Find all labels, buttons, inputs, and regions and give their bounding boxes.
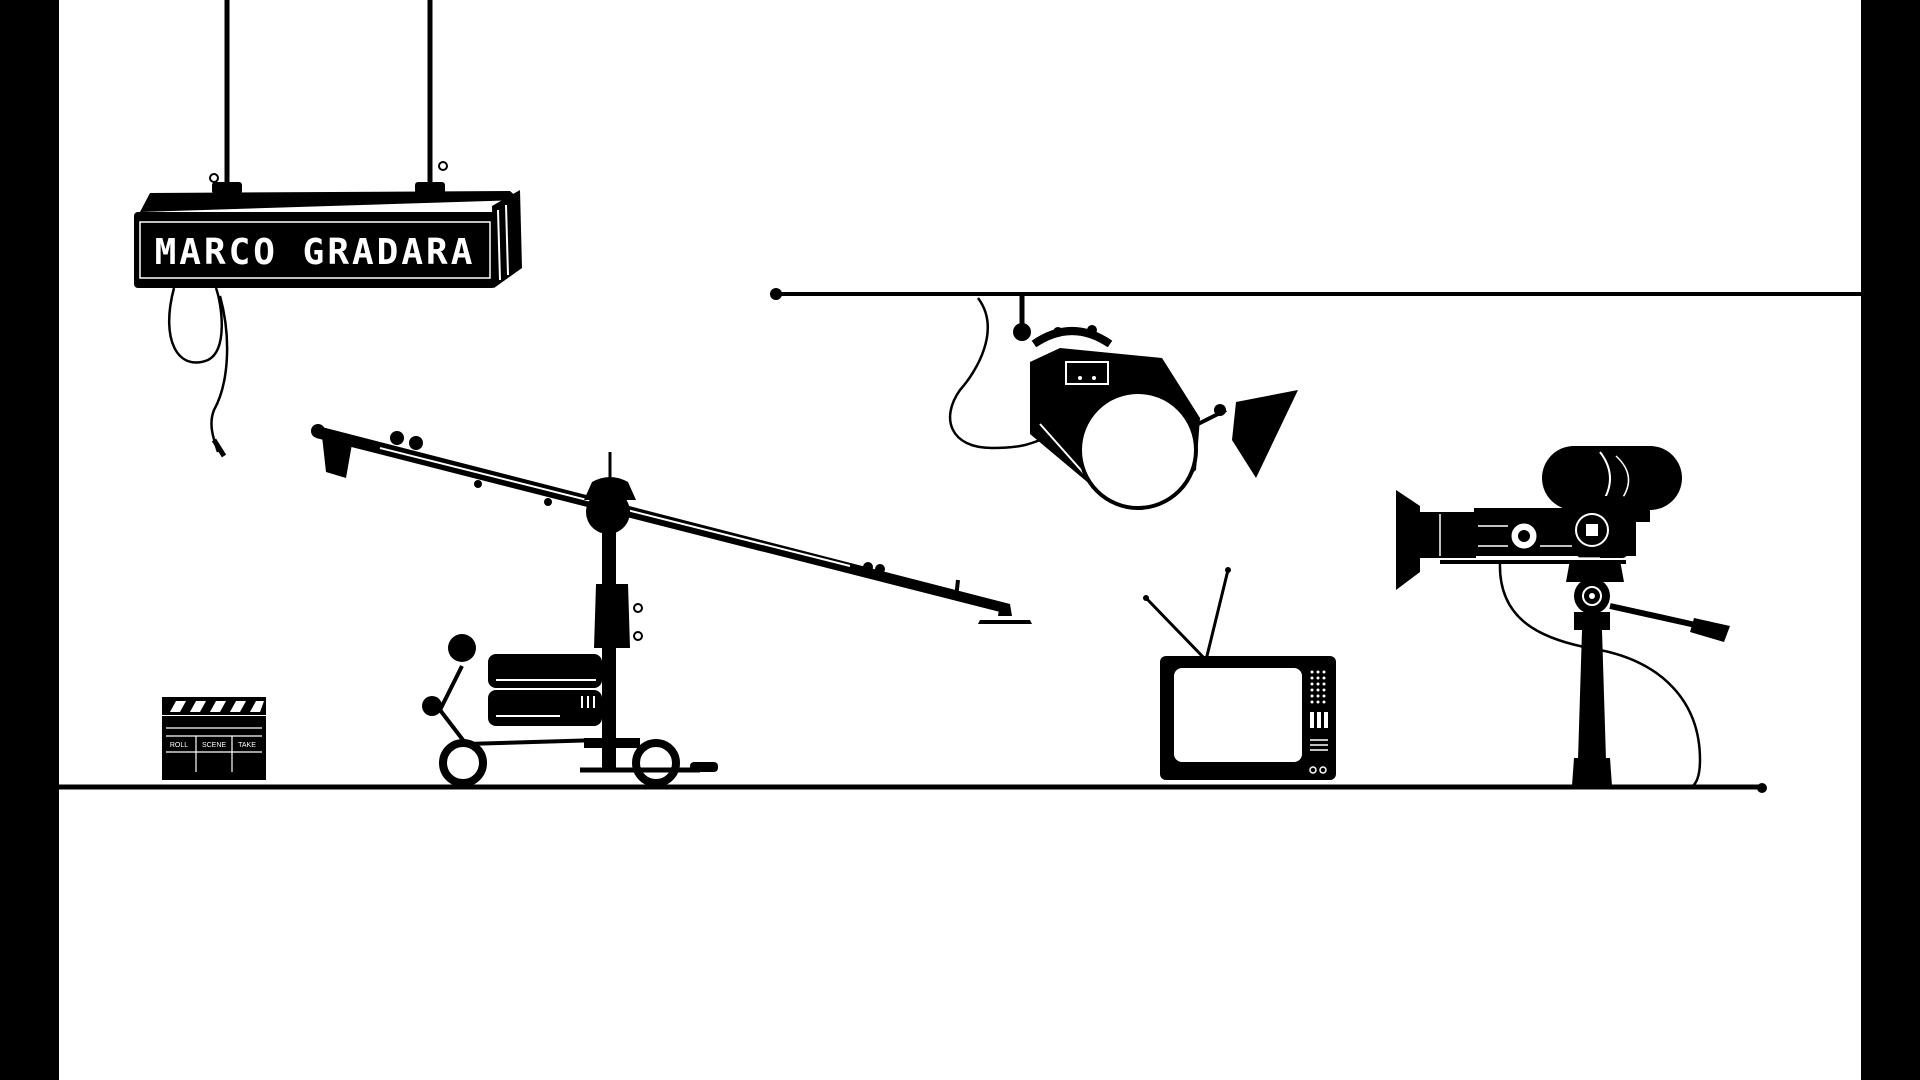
sign-hook-left	[209, 173, 219, 183]
camera-side-dial-center	[1518, 530, 1530, 542]
sign-top-face	[140, 191, 520, 212]
camera-pedestal-column	[1578, 630, 1606, 760]
spotlight-barn-door	[1232, 390, 1298, 478]
clapper-stripes	[170, 701, 264, 712]
tv-knob-1	[1310, 712, 1314, 728]
clapperboard: ROLL SCENE TAKE	[162, 697, 266, 780]
crane-dolly-frame	[437, 665, 601, 747]
clapper-label-take: TAKE	[238, 742, 256, 749]
sign-display-border	[139, 221, 491, 279]
camera-pedestal-top	[1574, 612, 1610, 630]
crane-boom-end-cap	[311, 424, 325, 438]
crane-knob-2	[409, 436, 423, 450]
floor-line-end	[1757, 783, 1767, 793]
spotlight-label-plate	[1065, 361, 1109, 385]
hanging-sign: MARCO GRADARA	[134, 0, 522, 458]
crane-foot-pedal	[690, 762, 718, 772]
sign-clamp-left	[212, 182, 242, 194]
sign-clamp-right	[415, 182, 445, 194]
camera-pedestal-foot	[1572, 758, 1612, 786]
sign-side-stripe-1	[497, 209, 501, 281]
spotlight-cable	[948, 297, 1041, 450]
camera-lens	[1418, 512, 1476, 558]
camera-pan-handle	[1609, 603, 1701, 629]
camera-cable	[1498, 561, 1702, 790]
camera-head	[1566, 560, 1624, 582]
camera-rear-dial	[1575, 513, 1609, 547]
sign-side-stripe-2	[505, 204, 509, 276]
crane-column-bracket	[594, 584, 630, 648]
right-black-bar	[1861, 0, 1920, 1080]
camera-pan-grip	[1690, 618, 1730, 642]
tv-button-1	[1309, 766, 1317, 774]
crane-seat	[448, 634, 476, 662]
tv-antenna-left	[1144, 596, 1208, 662]
crane-wheel-right	[632, 739, 680, 787]
crane-weight-box-bottom	[488, 690, 602, 726]
camera-crane	[311, 424, 1032, 787]
tv-screen	[1174, 668, 1302, 762]
tv-knob-3	[1324, 712, 1328, 728]
film-camera	[1396, 446, 1730, 790]
clapper-label-scene: SCENE	[202, 742, 226, 749]
spotlight-hanger-ball	[1013, 323, 1031, 341]
sign-cable-plug	[211, 438, 227, 458]
tv-antenna-tip-right	[1225, 567, 1231, 573]
crane-weight-2	[544, 498, 552, 506]
spotlight-lens	[1078, 390, 1198, 510]
spotlight-label-dot-2	[1092, 376, 1096, 380]
crane-weight-box-top	[488, 654, 602, 688]
spotlight-edge-line	[1039, 423, 1089, 479]
crane-wheel-left	[439, 739, 487, 787]
clapper-label-roll: ROLL	[170, 742, 188, 749]
tv-antenna-tip-left	[1143, 595, 1149, 601]
clapper-slate	[162, 716, 266, 780]
camera-head-knob-ring	[1582, 586, 1602, 606]
camera-magazine	[1542, 446, 1682, 510]
tv-antenna-right	[1204, 569, 1230, 661]
spotlight-yoke-top	[1031, 327, 1113, 348]
crane-head-mount	[998, 604, 1012, 616]
television	[1143, 567, 1336, 780]
left-black-bar	[0, 0, 59, 1080]
spotlight-label-dot-1	[1078, 376, 1082, 380]
sign-front-face	[134, 212, 496, 288]
crane-bracket-knob-1	[633, 603, 643, 613]
crane-tip-clip	[954, 579, 960, 599]
camera-matte-box	[1396, 490, 1420, 590]
crane-weight-1	[474, 480, 482, 488]
spotlight-knob-1	[1053, 327, 1063, 337]
crane-head-plate	[978, 620, 1032, 624]
sign-cable	[167, 287, 229, 453]
crane-knob-4	[875, 564, 885, 574]
tv-button-2	[1319, 766, 1327, 774]
crane-counterweight-flag	[322, 436, 352, 478]
tv-knob-2	[1317, 712, 1321, 728]
camera-body-rear	[1576, 496, 1628, 558]
sign-led-text: MARCO GRADARA	[155, 232, 476, 273]
spotlight	[948, 296, 1298, 510]
camera-viewfinder	[1626, 508, 1650, 522]
sign-hook-right	[438, 161, 448, 171]
crane-knob-3	[863, 562, 873, 572]
camera-head-knob-center	[1589, 593, 1595, 599]
spotlight-flap-hinge	[1214, 404, 1226, 416]
crane-knob-1	[390, 431, 404, 445]
tv-dial-grid	[1310, 670, 1326, 704]
spotlight-knob-2	[1087, 325, 1097, 335]
ceiling-rail-end	[770, 288, 782, 300]
crane-base-plate	[584, 738, 640, 748]
camera-dial-window	[1586, 524, 1598, 536]
crane-handwheel	[422, 696, 442, 716]
crane-bracket-knob-2	[633, 631, 643, 641]
